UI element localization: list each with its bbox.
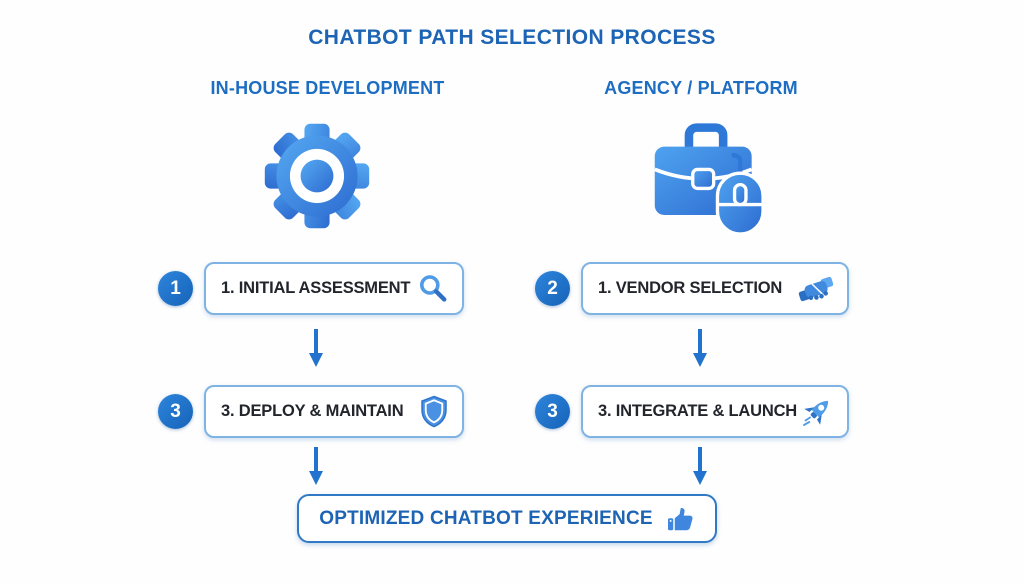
page-title: CHATBOT PATH SELECTION PROCESS <box>308 26 716 49</box>
step-integrate-launch: 3 3. INTEGRATE & LAUNCH <box>535 385 849 438</box>
step-label: 1. VENDOR SELECTION <box>598 279 783 297</box>
down-arrow-icon <box>692 329 708 367</box>
step-box: 3. INTEGRATE & LAUNCH <box>581 385 849 438</box>
thumbs-up-icon <box>665 504 695 534</box>
shield-icon <box>419 395 449 428</box>
down-arrow-icon <box>308 447 324 485</box>
step-badge: 2 <box>535 271 570 306</box>
result-box: OPTIMIZED CHATBOT EXPERIENCE <box>297 494 717 543</box>
step-deploy-maintain: 3 3. DEPLOY & MAINTAIN <box>158 385 464 438</box>
column-header-inhouse: IN-HOUSE DEVELOPMENT <box>210 78 445 98</box>
rocket-icon <box>801 395 834 428</box>
step-badge: 1 <box>158 271 193 306</box>
step-label: 1. INITIAL ASSESSMENT <box>221 279 411 297</box>
step-badge: 3 <box>158 394 193 429</box>
down-arrow-icon <box>692 447 708 485</box>
down-arrow-icon <box>308 329 324 367</box>
magnifier-icon <box>417 273 449 305</box>
step-badge: 3 <box>535 394 570 429</box>
step-initial-assessment: 1 1. INITIAL ASSESSMENT <box>158 262 464 315</box>
handshake-icon <box>798 274 834 304</box>
briefcase-mouse-icon <box>645 120 769 239</box>
step-box: 1. INITIAL ASSESSMENT <box>204 262 464 315</box>
step-vendor-selection: 2 1. VENDOR SELECTION <box>535 262 849 315</box>
step-box: 1. VENDOR SELECTION <box>581 262 849 315</box>
result-label: OPTIMIZED CHATBOT EXPERIENCE <box>319 507 653 529</box>
gear-icon <box>259 118 375 239</box>
column-header-agency: AGENCY / PLATFORM <box>604 78 798 98</box>
step-label: 3. DEPLOY & MAINTAIN <box>221 402 404 420</box>
step-box: 3. DEPLOY & MAINTAIN <box>204 385 464 438</box>
step-label: 3. INTEGRATE & LAUNCH <box>598 402 797 420</box>
